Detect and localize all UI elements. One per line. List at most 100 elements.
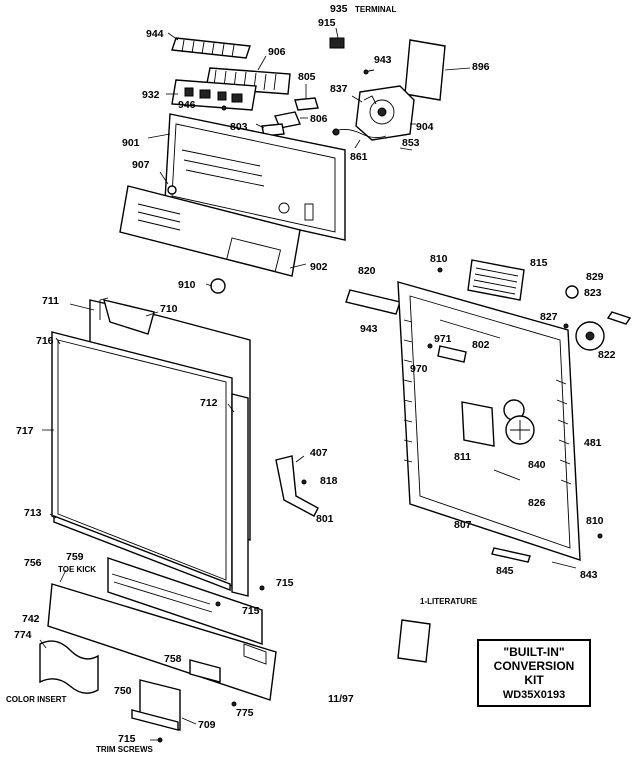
part-742-774-color-insert — [39, 639, 99, 694]
label-807: 807 — [454, 519, 472, 531]
part-818-screw — [301, 479, 307, 485]
label-843: 843 — [580, 569, 598, 581]
part-713-bottom-trim — [49, 513, 231, 592]
label-906: 906 — [268, 46, 286, 58]
part-829-823-822-arm — [565, 285, 632, 351]
part-896-paper — [404, 39, 471, 101]
label-759: 759 — [66, 551, 84, 563]
label-822: 822 — [598, 349, 616, 361]
part-845-843-strip — [491, 547, 577, 569]
label-815: 815 — [530, 257, 548, 269]
label-946: 946 — [178, 99, 196, 111]
part-810-screw-b — [597, 533, 603, 539]
part-815-vent — [467, 259, 525, 301]
part-716-717-outer-door — [42, 331, 233, 588]
part-826-gasket — [493, 469, 521, 481]
label-853: 853 — [402, 137, 420, 149]
part-853-wire — [399, 147, 413, 151]
label-820: 820 — [358, 265, 376, 277]
label-date: 11/97 — [328, 693, 354, 705]
label-742: 742 — [22, 613, 40, 625]
part-805-switch — [294, 84, 319, 111]
part-944-switch-strip — [167, 32, 251, 59]
part-907-knob — [159, 171, 177, 195]
label-907: 907 — [132, 159, 150, 171]
kit-line-4: WD35X0193 — [503, 689, 565, 701]
label-774: 774 — [14, 629, 32, 641]
label-716: 716 — [36, 335, 54, 347]
label-943a: 943 — [374, 54, 392, 66]
label-terminal: TERMINAL — [355, 5, 396, 14]
label-904: 904 — [416, 121, 434, 133]
label-407: 407 — [310, 447, 328, 459]
kit-line-3: KIT — [524, 673, 544, 687]
part-810-screw-a — [437, 267, 443, 273]
label-713: 713 — [24, 507, 42, 519]
label-trim-screws: TRIM SCREWS — [96, 745, 154, 754]
label-715c: 715 — [118, 733, 136, 745]
label-803: 803 — [230, 121, 248, 133]
part-840-dispenser — [505, 415, 535, 445]
label-915: 915 — [318, 17, 336, 29]
part-915-terminal — [329, 27, 345, 49]
part-946-screw — [221, 105, 227, 111]
label-935: 935 — [330, 3, 348, 15]
kit-line-1: "BUILT-IN" — [503, 645, 564, 659]
label-861: 861 — [350, 151, 368, 163]
label-802: 802 — [472, 339, 490, 351]
label-758: 758 — [164, 653, 182, 665]
part-820-bracket — [345, 289, 401, 315]
label-756: 756 — [24, 557, 42, 569]
part-712-side-trim — [227, 393, 249, 597]
label-color-insert: COLOR INSERT — [6, 695, 67, 704]
part-811-detergent-cup — [461, 399, 525, 447]
label-810b: 810 — [586, 515, 604, 527]
label-711: 711 — [42, 295, 59, 307]
literature-booklet — [397, 619, 431, 663]
part-827-screw — [563, 323, 569, 329]
part-715-screws — [150, 585, 265, 743]
part-861-cable — [331, 128, 387, 149]
label-715b: 715 — [242, 605, 260, 617]
label-970: 970 — [410, 363, 428, 375]
label-810a: 810 — [430, 253, 448, 265]
label-literature: 1-LITERATURE — [420, 597, 478, 606]
label-818: 818 — [320, 475, 338, 487]
label-805: 805 — [298, 71, 316, 83]
part-802-971-970-latch — [427, 343, 467, 363]
conversion-kit-box — [477, 639, 591, 707]
label-901: 901 — [122, 137, 140, 149]
label-811: 811 — [454, 451, 471, 463]
part-902-panel-front — [119, 185, 307, 277]
label-829: 829 — [586, 271, 604, 283]
part-758-bracket — [189, 659, 221, 683]
label-943b: 943 — [360, 323, 378, 335]
part-801-hinge — [275, 455, 319, 517]
label-toe-kick: TOE KICK — [58, 565, 96, 574]
label-944: 944 — [146, 28, 164, 40]
part-837-904-timer — [351, 85, 416, 141]
part-943-screw — [363, 69, 375, 75]
label-481: 481 — [584, 437, 602, 449]
label-840: 840 — [528, 459, 546, 471]
kit-line-2: CONVERSION — [494, 659, 575, 673]
part-750-709-trim — [131, 679, 197, 731]
label-910: 910 — [178, 279, 196, 291]
label-712: 712 — [200, 397, 218, 409]
label-750: 750 — [114, 685, 132, 697]
label-827: 827 — [540, 311, 558, 323]
label-896: 896 — [472, 61, 490, 73]
part-932-circuit-board — [166, 79, 257, 111]
label-932: 932 — [142, 89, 160, 101]
part-910-knob — [205, 278, 226, 294]
label-806: 806 — [310, 113, 328, 125]
label-775: 775 — [236, 707, 254, 719]
label-710: 710 — [160, 303, 178, 315]
label-845: 845 — [496, 565, 514, 577]
label-715a: 715 — [276, 577, 294, 589]
label-902: 902 — [310, 261, 328, 273]
part-775-screw — [231, 701, 237, 707]
label-971: 971 — [434, 333, 452, 345]
label-709: 709 — [198, 719, 216, 731]
